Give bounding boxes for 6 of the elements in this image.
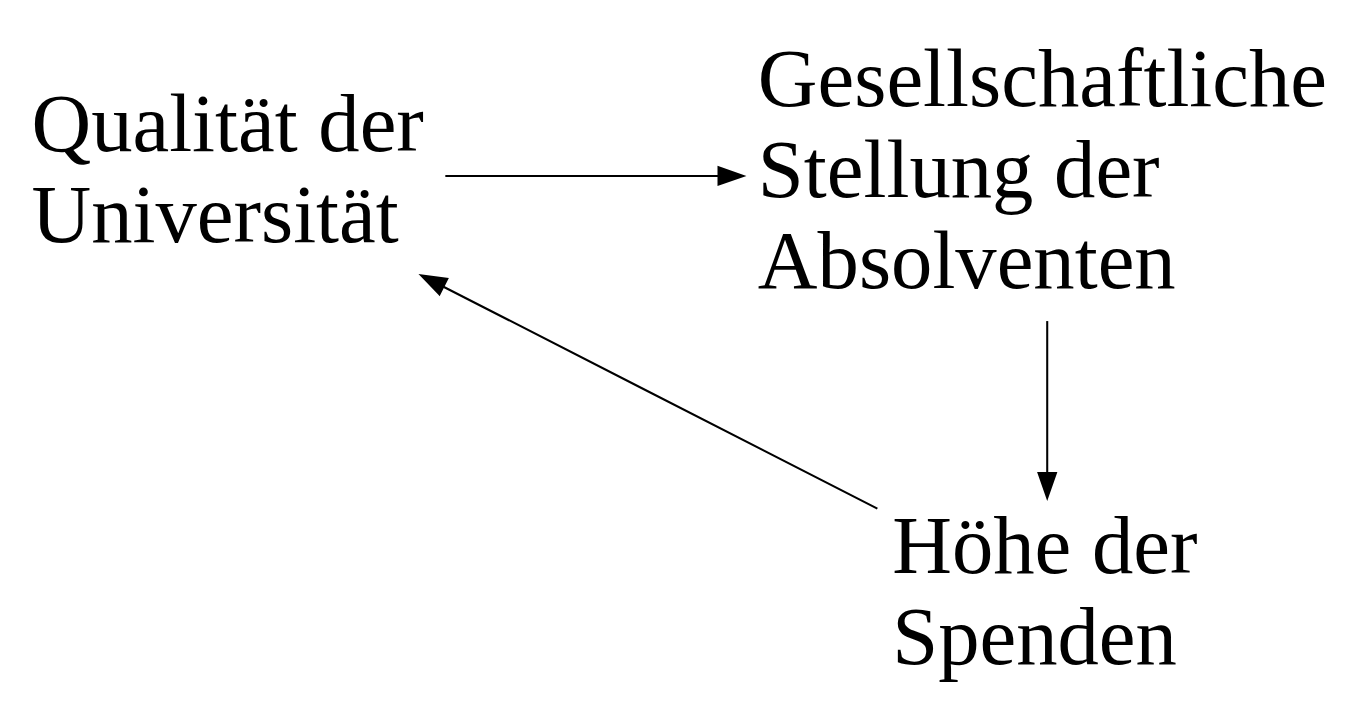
arrow — [445, 165, 747, 187]
arrow — [1037, 321, 1058, 502]
node-text: Qualität der Universität — [31, 77, 424, 261]
node-text: Gesellschaftliche Stellung der Absolventen — [757, 31, 1328, 306]
arrow — [418, 273, 878, 510]
node-text: Höhe der Spenden — [892, 498, 1198, 682]
